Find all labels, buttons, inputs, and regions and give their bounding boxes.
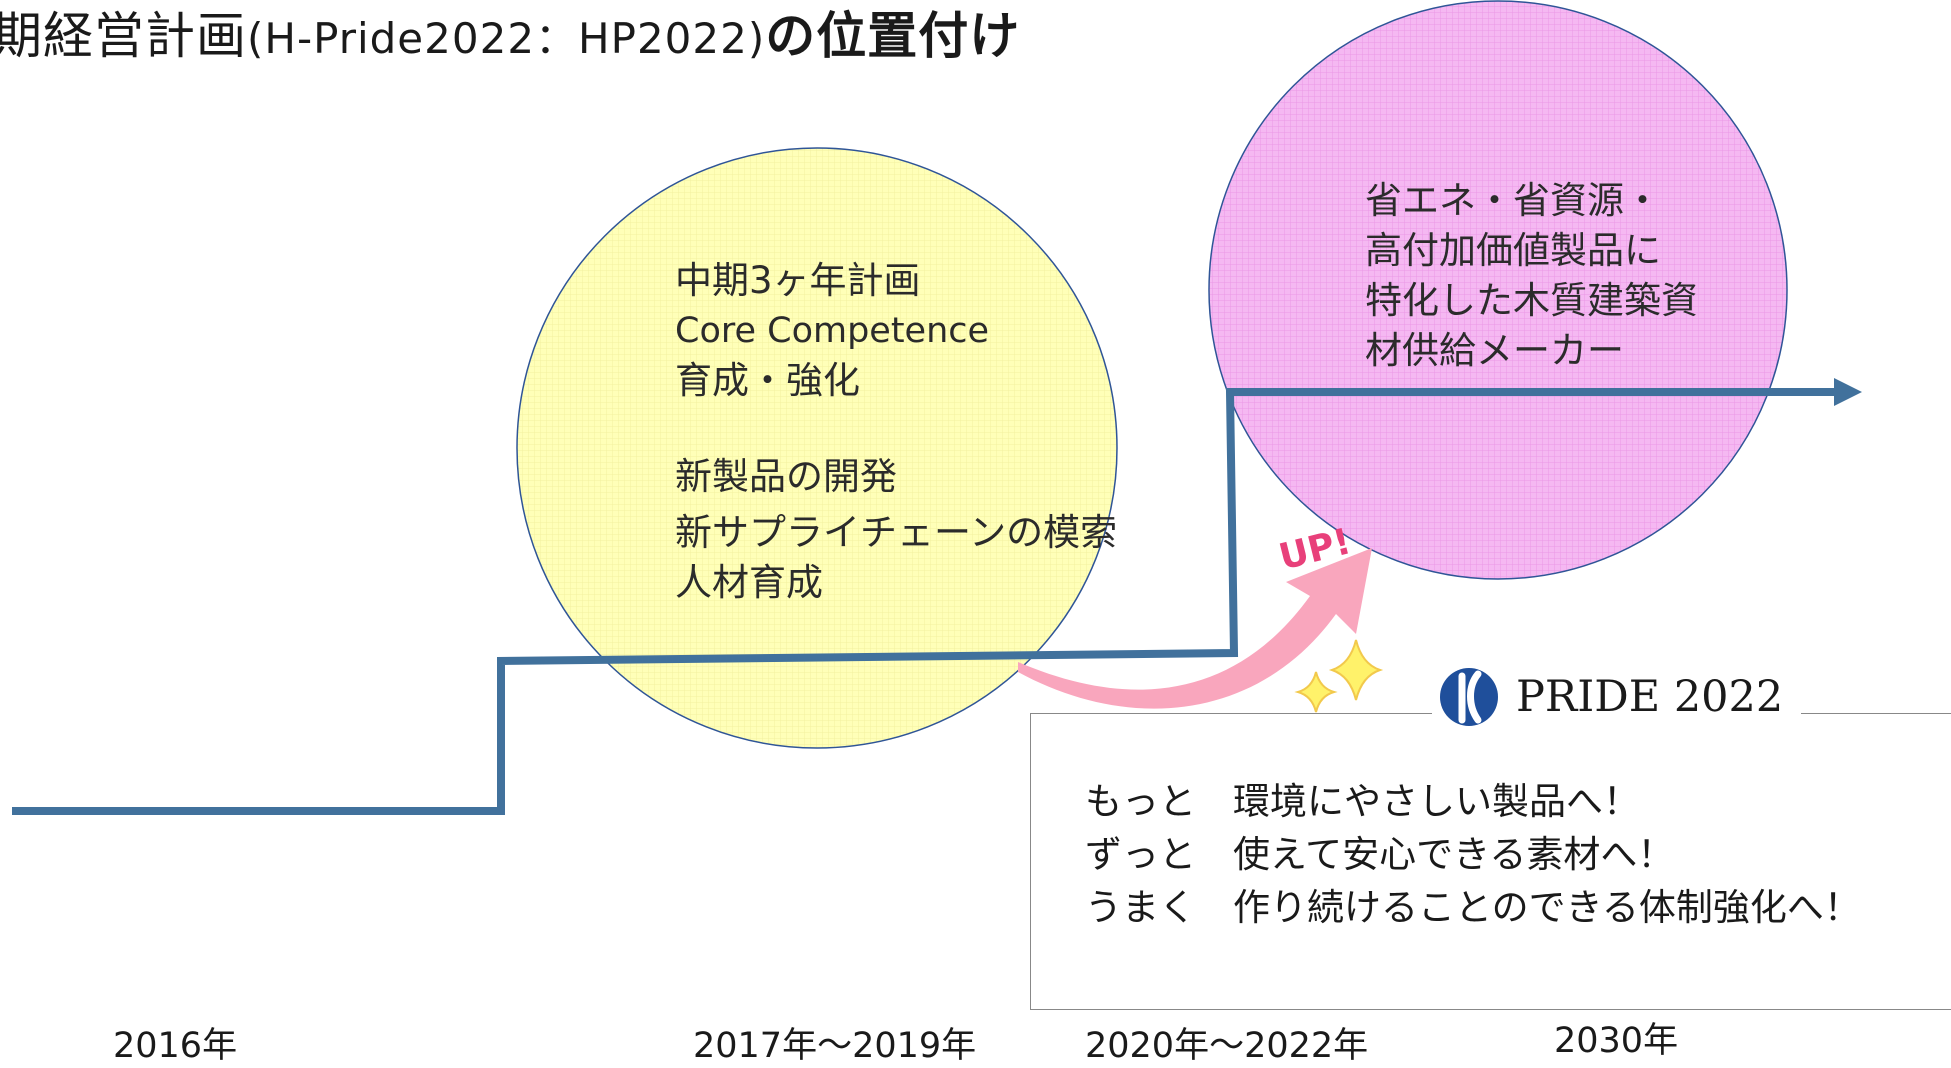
goal-line-4: 材供給メーカー	[1365, 329, 1624, 372]
year-label-2016: 2016年	[113, 1026, 238, 1066]
growth-step-line	[12, 388, 1840, 815]
goal-circle	[1208, 0, 1788, 580]
pride-box	[1030, 713, 1951, 1010]
mid-term-circle	[516, 147, 1118, 749]
mid-term-line-plan: 中期3ヶ年計画	[675, 259, 921, 302]
mid-term-line-supply-chain: 新サプライチェーンの模索	[675, 511, 1118, 554]
pride-brand: PRIDE 2022	[1516, 672, 1784, 722]
pride-slogan-3: うまく 作り続けることのできる体制強化へ！	[1085, 886, 1861, 929]
page-title: 期経営計画(H-Pride2022：HP2022)の位置付け	[0, 0, 1020, 68]
mid-term-plan-text: 中期3ヶ年計画 Core Competence 育成・強化 新製品の開発 新サプ…	[675, 256, 1117, 608]
year-label-2020-2022: 2020年～2022年	[1085, 1026, 1369, 1066]
pride-logo-icon	[1440, 668, 1498, 726]
up-arrow	[1018, 548, 1372, 709]
pride-logo: PRIDE 2022	[1432, 664, 1802, 730]
sparkle-large-icon	[1328, 639, 1384, 701]
pride-slogan-1: もっと 環境にやさしい製品へ！	[1085, 780, 1640, 823]
goal-line-3: 特化した木質建築資	[1365, 279, 1698, 322]
year-label-2017-2019: 2017年～2019年	[693, 1026, 977, 1066]
mid-term-line-hr: 人材育成	[675, 561, 823, 604]
pride-slogan-2: ずっと 使えて安心できる素材へ！	[1085, 833, 1675, 876]
title-suffix: の位置付け	[765, 7, 1021, 65]
sparkle-small-icon	[1294, 671, 1338, 713]
goal-line-1: 省エネ・省資源・	[1365, 179, 1661, 222]
title-main: 期経営計画	[0, 7, 247, 65]
mid-term-line-develop: 育成・強化	[675, 359, 860, 402]
growth-arrowhead	[1834, 378, 1862, 406]
mid-term-line-core: Core Competence	[675, 311, 990, 351]
mid-term-line-new-product: 新製品の開発	[675, 455, 897, 498]
goal-line-2: 高付加価値製品に	[1365, 229, 1661, 272]
pride-slogans: もっと 環境にやさしい製品へ！ ずっと 使えて安心できる素材へ！ うまく 作り続…	[1085, 775, 1861, 934]
goal-text: 省エネ・省資源・ 高付加価値製品に 特化した木質建築資 材供給メーカー	[1365, 176, 1698, 376]
title-plan-name: (H-Pride2022：HP2022)	[247, 14, 766, 63]
year-label-2030: 2030年	[1554, 1021, 1679, 1061]
